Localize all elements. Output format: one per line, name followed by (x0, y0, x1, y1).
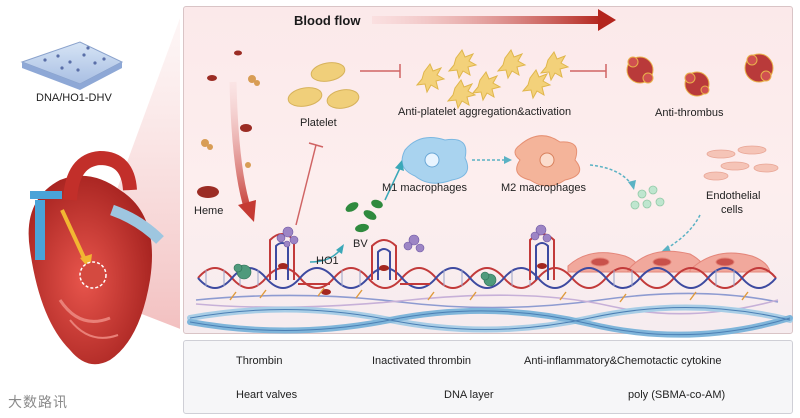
dna-helix (197, 267, 777, 289)
dna-base-pairs (205, 270, 735, 286)
endothelial-label-line1: Endothelial (706, 190, 761, 202)
inactivated-thrombin-clusters (276, 224, 552, 253)
ho1-to-bv-arrow (309, 160, 404, 263)
blood-flow-label: Blood flow (294, 13, 361, 28)
captured-heme (278, 263, 547, 295)
heme-molecules (197, 50, 252, 198)
heme-flow-arrow (229, 81, 256, 222)
legend-cytokine-label: Anti-inflammatory&Chemotactic cytokine (524, 355, 722, 367)
dna-aptamer-hairpins (269, 233, 555, 285)
legend-inactivated-thrombin-label: Inactivated thrombin (372, 355, 472, 367)
m1-macrophages-label: M1 macrophages (382, 182, 467, 194)
cytokine-release-arrow (589, 164, 636, 190)
inhibition-line-2 (570, 64, 607, 78)
anti-platelet-label: Anti-platelet aggregation&activation (398, 106, 572, 118)
heme-label: Heme (194, 205, 224, 217)
floating-endothelial-cells (703, 145, 779, 181)
legend-heart-valves-label: Heart valves (236, 389, 298, 401)
left-panel: DNA/HO1-DHV (0, 0, 180, 418)
m1-macrophage (401, 137, 469, 184)
endothelial-layer (567, 250, 771, 273)
platelet-label: Platelet (300, 117, 337, 129)
polymer-side-chains (229, 287, 749, 303)
legend-thrombin-label: Thrombin (236, 355, 283, 367)
thrombin-on-dna (233, 263, 497, 287)
legend-panel (183, 340, 793, 414)
watermark: 大数路讯 (8, 394, 68, 410)
valve-device-illustration (20, 18, 180, 365)
legend-dna-layer-label: DNA layer (444, 389, 494, 401)
endothelial-arrow (660, 214, 701, 253)
biliverdin-beads (345, 199, 383, 233)
platelet-icons (287, 62, 360, 109)
inhibition-line-3 (295, 142, 324, 226)
bv-label: BV (353, 238, 368, 250)
m2-macrophages-label: M2 macrophages (501, 182, 586, 194)
blood-flow-arrow (372, 9, 616, 31)
thrombin-small-icons (201, 75, 260, 168)
polarization-arrow (472, 156, 512, 164)
heart-valve-fiber-detail (189, 306, 791, 336)
ho1-label: HO1 (316, 255, 339, 267)
thrombus-clusters (626, 53, 774, 97)
endothelial-label-line2: cells (721, 204, 744, 216)
m2-macrophage (514, 135, 581, 187)
aggregated-platelets (415, 49, 570, 110)
device-label: DNA/HO1-DHV (36, 92, 112, 104)
legend-polymer-label: poly (SBMA-co-AM) (628, 389, 726, 401)
cytokine-dots (630, 185, 665, 210)
anti-thrombus-label: Anti-thrombus (655, 107, 724, 119)
inhibition-line-1 (360, 64, 401, 78)
